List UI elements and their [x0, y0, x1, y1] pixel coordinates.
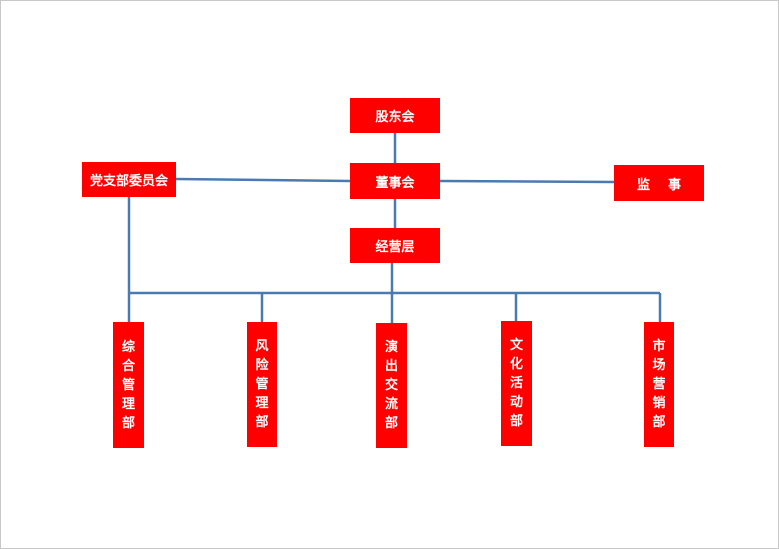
department-box-2: 风险管理部: [247, 322, 277, 447]
party-committee-box: 党支部委员会: [82, 162, 176, 197]
supervisor-box: 监 事: [614, 165, 704, 201]
department-label-2: 风险管理部: [255, 339, 269, 430]
party-committee-label: 党支部委员会: [89, 174, 168, 189]
supervisor-label: 监 事: [636, 177, 682, 193]
board-label: 董事会: [375, 175, 415, 191]
department-box-5: 市场营销部: [644, 322, 674, 447]
department-box-1: 综合管理部: [113, 322, 144, 448]
department-box-4: 文化活动部: [501, 321, 532, 446]
board-box: 董事会: [350, 163, 440, 199]
connector-board-supervisor: [439, 179, 615, 184]
management-box: 经营层: [350, 228, 440, 263]
department-label-3: 演出交流部: [384, 340, 398, 431]
connector-party-board: [175, 177, 351, 183]
department-box-3: 演出交流部: [376, 323, 407, 448]
department-label-4: 文化活动部: [509, 338, 523, 429]
department-label-5: 市场营销部: [652, 339, 666, 430]
department-label-1: 综合管理部: [121, 339, 135, 431]
shareholders-label: 股东会: [375, 110, 415, 125]
shareholders-box: 股东会: [350, 98, 440, 133]
management-label: 经营层: [375, 240, 415, 255]
